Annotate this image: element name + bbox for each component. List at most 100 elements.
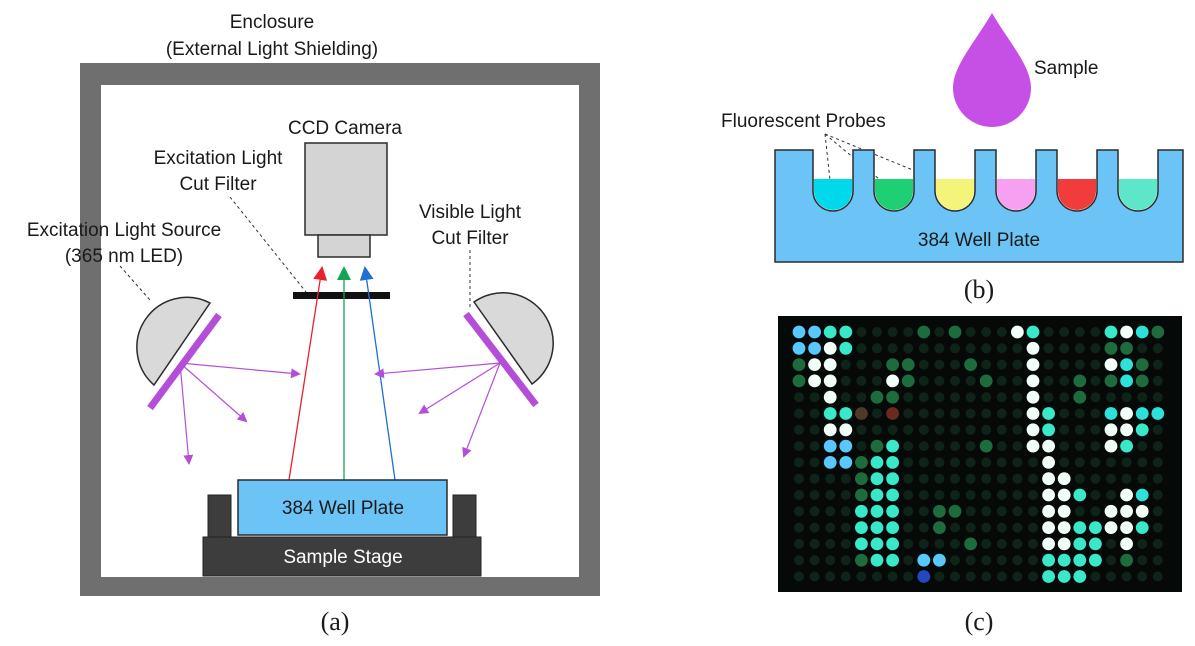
right-excitation-filter	[463, 311, 539, 408]
fluorescence-well	[1043, 343, 1054, 354]
fluorescence-well	[1074, 506, 1085, 517]
fluorescence-well	[918, 375, 929, 386]
fluorescence-well	[1104, 423, 1118, 437]
fluorescence-well	[1042, 407, 1055, 420]
fluorescence-well	[870, 456, 884, 469]
fluorescence-well	[825, 538, 836, 549]
fluorescence-well	[872, 327, 882, 337]
fluorescence-well	[1012, 555, 1023, 566]
fluorescence-well	[918, 473, 929, 484]
stage-label: Sample Stage	[283, 547, 402, 568]
fluorescence-well	[809, 457, 820, 468]
fluorescence-wells	[792, 325, 1165, 583]
fluorescence-well	[840, 375, 851, 386]
fluorescence-well	[809, 424, 820, 435]
fluorescence-well	[981, 343, 992, 354]
fluorescence-well	[870, 521, 884, 534]
fluorescence-well	[1090, 375, 1101, 386]
fluorescence-well	[1012, 441, 1023, 452]
fluorescence-well	[1042, 472, 1055, 486]
caption-a: (a)	[321, 607, 350, 636]
fluorescence-well	[996, 392, 1007, 403]
fluorescence-well	[1137, 441, 1148, 452]
fluorescence-well	[996, 571, 1007, 582]
fluorescence-well	[1074, 408, 1085, 419]
fluorescence-well	[840, 538, 851, 549]
fluorescence-well	[887, 424, 898, 435]
fluorescence-well	[1012, 506, 1023, 517]
fluorescence-well	[1028, 457, 1038, 468]
sample-drop	[953, 13, 1031, 127]
fluorescence-well	[1120, 325, 1133, 339]
fluorescence-well	[825, 522, 836, 533]
fluorescence-well	[1090, 457, 1101, 468]
fluorescence-well	[794, 457, 804, 468]
fluorescence-well	[1106, 392, 1116, 403]
fluorescence-well	[903, 343, 914, 354]
fluorescence-well	[870, 488, 884, 502]
fluorescence-well	[934, 441, 945, 452]
fluorescence-well	[996, 522, 1007, 533]
fluorescence-well	[903, 408, 914, 419]
fluorescence-well	[1104, 325, 1118, 339]
fluorescence-well	[1120, 407, 1133, 420]
fluorescence-well	[1028, 473, 1038, 484]
fluorescence-well	[870, 504, 884, 518]
panel-b: Sample Fluorescent Probes 384 Well Plate…	[721, 13, 1184, 304]
fluorescence-well	[1057, 553, 1071, 567]
well-plate-b	[774, 149, 1184, 263]
fluorescence-well	[903, 441, 914, 452]
fluorescence-well	[934, 359, 945, 370]
fluorescence-well	[823, 390, 837, 404]
fluorescence-well	[948, 504, 962, 518]
fluorescence-well	[1137, 571, 1148, 582]
fluorescence-well	[979, 374, 993, 388]
fluorescence-well	[981, 571, 992, 582]
fluorescence-well	[918, 490, 929, 500]
fluorescence-well	[1026, 325, 1040, 339]
fluorescence-well	[1012, 538, 1023, 549]
fluorescence-well	[1120, 488, 1133, 502]
fluorescence-well	[872, 571, 882, 582]
fluorescence-well	[886, 537, 899, 551]
fluorescence-well	[1120, 537, 1133, 551]
fluorescence-well	[996, 490, 1007, 500]
fluorescence-well	[886, 407, 899, 420]
fluorescence-well	[823, 341, 837, 355]
well-plate-a	[237, 479, 448, 536]
fluorescence-well	[934, 571, 945, 582]
fluorescence-well	[1152, 506, 1163, 517]
fluorescence-well	[950, 375, 960, 386]
fluorescence-well	[981, 327, 992, 337]
fluorescence-well	[823, 374, 837, 388]
fluorescence-well	[1057, 537, 1071, 551]
fluorescence-well	[794, 538, 804, 549]
fluorescence-well	[839, 423, 853, 437]
fluorescence-well	[840, 571, 851, 582]
fluorescence-well	[1043, 392, 1054, 403]
fluorescence-well	[1028, 522, 1038, 533]
fluorescence-well	[1026, 439, 1040, 453]
fluorescence-well	[809, 538, 820, 549]
fluorescence-well	[934, 473, 945, 484]
left-excitation-filter	[147, 312, 222, 411]
fluorescence-well	[1090, 506, 1101, 517]
well-liquid	[1119, 179, 1157, 210]
fluorescence-well	[1059, 424, 1070, 435]
well-liquid	[997, 179, 1035, 210]
fluorescence-well	[1012, 408, 1023, 419]
fluorescence-well	[917, 325, 931, 339]
fluorescence-well	[903, 473, 914, 484]
fluorescence-well	[981, 506, 992, 517]
fluorescence-well	[903, 457, 914, 468]
fluorescence-well	[1043, 327, 1054, 337]
fluorescence-well	[950, 490, 960, 500]
fluorescence-well	[1135, 407, 1149, 420]
fluorescence-well	[1090, 490, 1101, 500]
left-exc-arrow	[179, 362, 301, 379]
fluorescence-well	[840, 473, 851, 484]
fluorescence-well	[1104, 521, 1118, 534]
fluorescence-well	[1121, 473, 1132, 484]
fluorescence-well	[903, 392, 914, 403]
fluorescence-well	[1135, 488, 1149, 502]
